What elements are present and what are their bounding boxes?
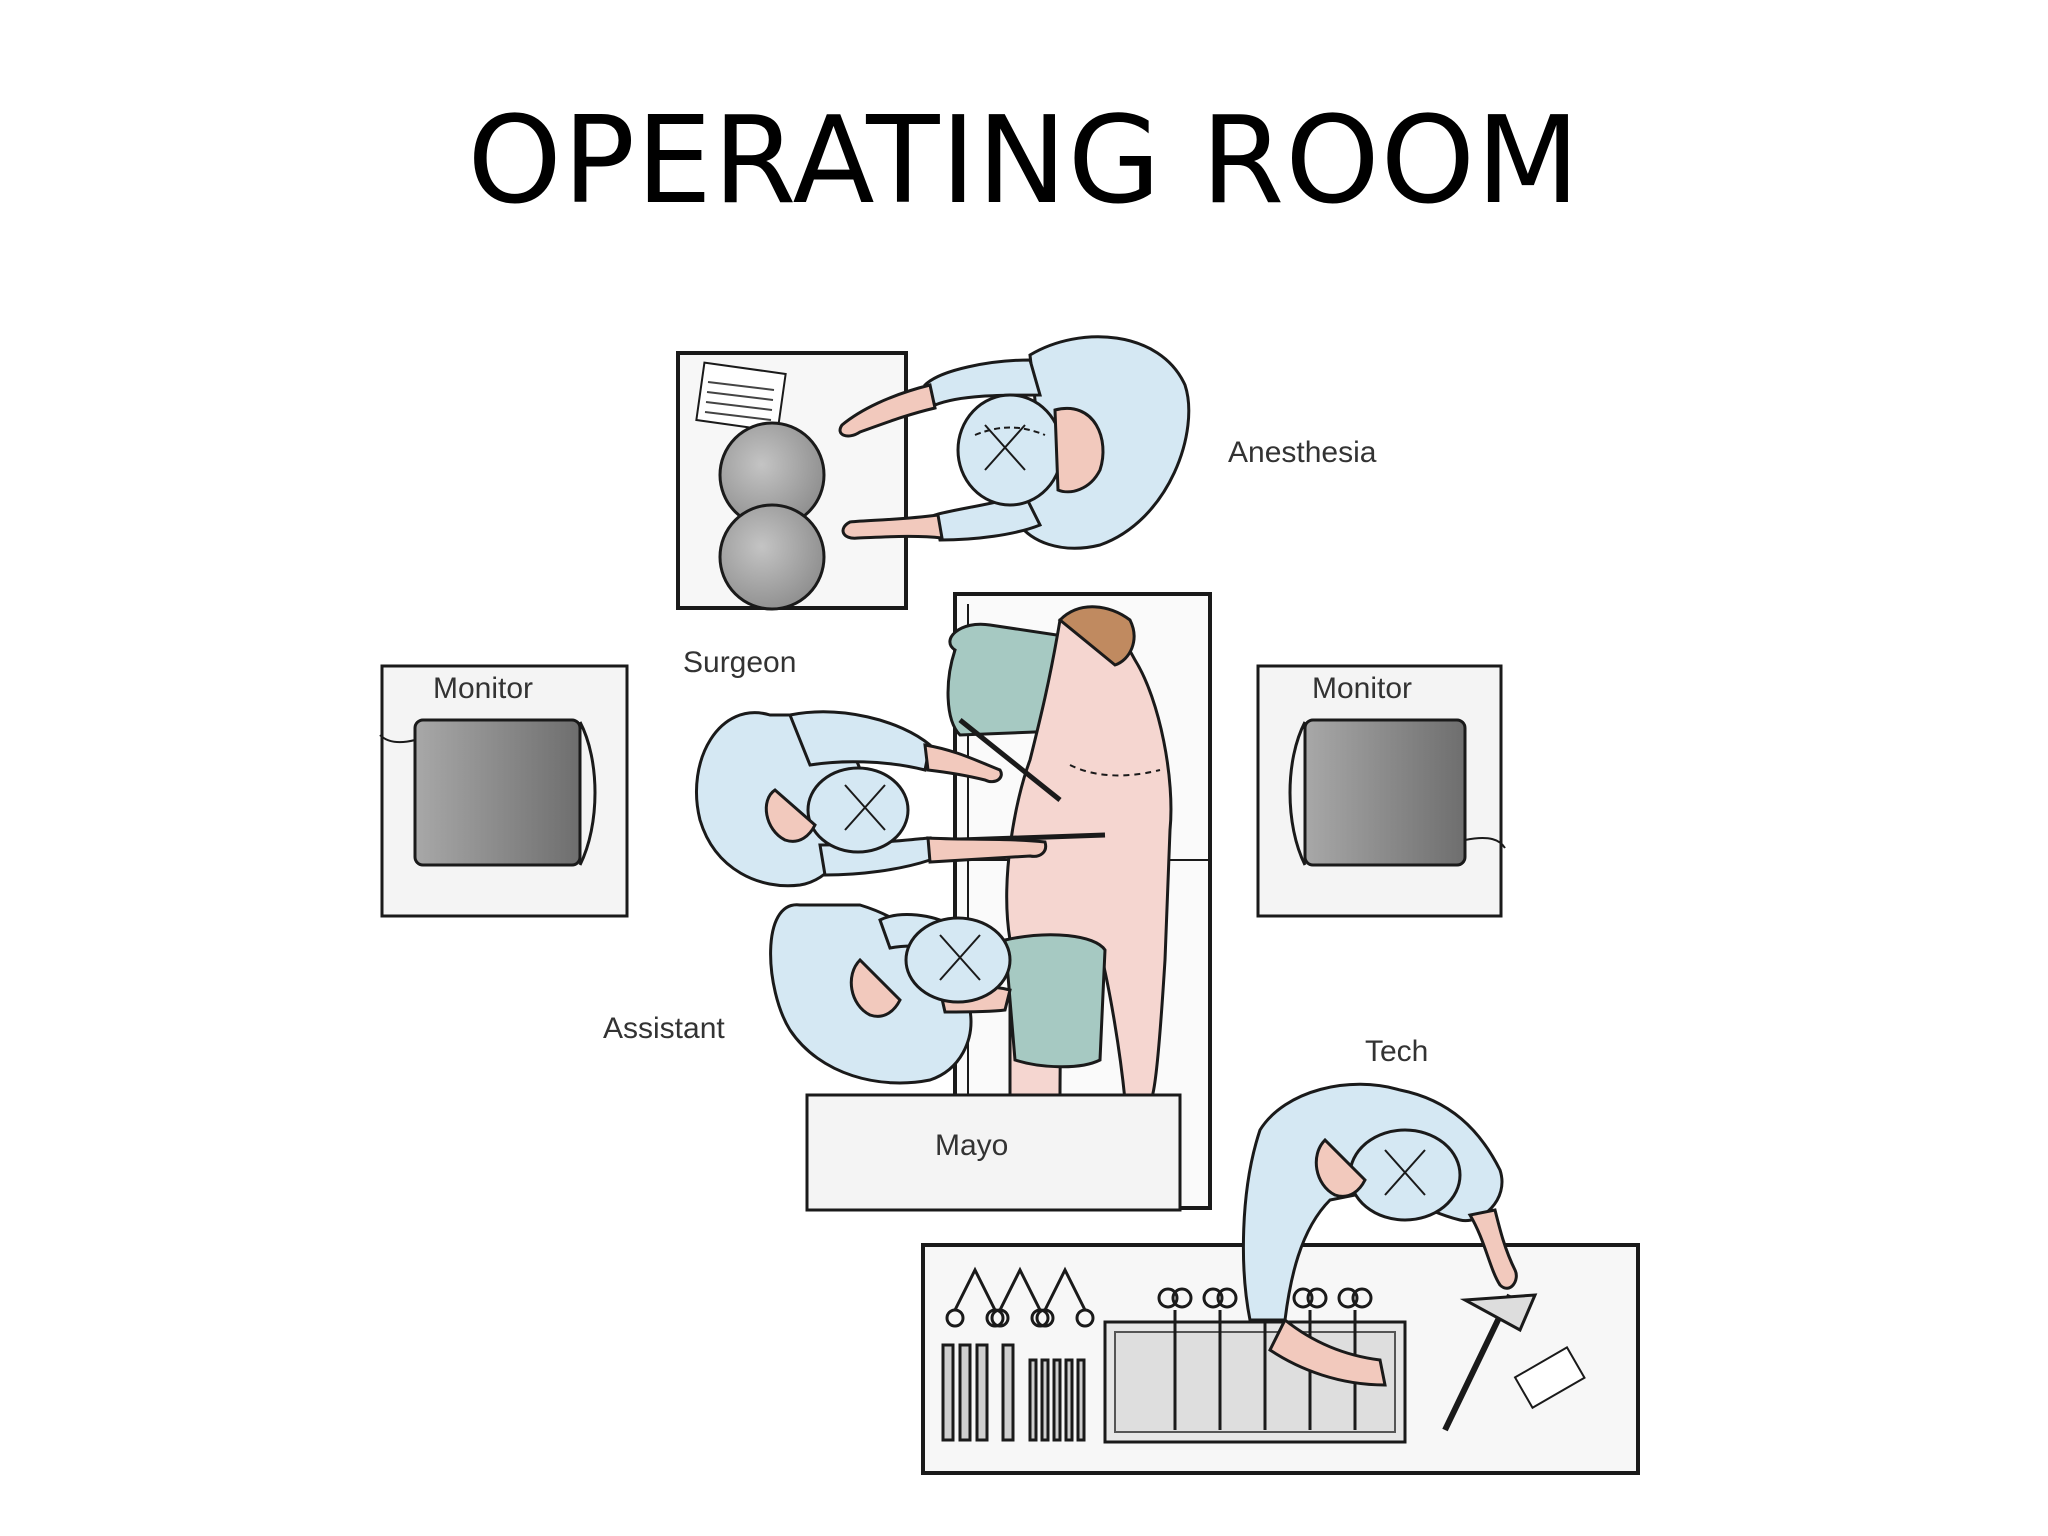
monitor-left-label: Monitor xyxy=(433,672,534,705)
assistant-label: Assistant xyxy=(603,1012,725,1045)
slide-title: OPERATING ROOM xyxy=(467,92,1581,231)
left-monitor xyxy=(379,664,629,918)
surgeon-figure xyxy=(695,710,1048,888)
monitor-right-label: Monitor xyxy=(1312,672,1413,705)
clipboard-icon xyxy=(695,361,787,433)
scrub-tech-figure xyxy=(1241,1082,1518,1387)
anesthesia-label: Anesthesia xyxy=(1228,436,1377,469)
tech-label: Tech xyxy=(1365,1035,1429,1068)
mayo-label: Mayo xyxy=(935,1129,1009,1162)
mayo-stand xyxy=(805,1093,1182,1212)
gas-canister-2 xyxy=(718,503,826,611)
assistant-figure xyxy=(769,903,1012,1085)
surgeon-label: Surgeon xyxy=(683,646,797,679)
anesthesiologist-figure xyxy=(838,335,1191,550)
patient-figure xyxy=(946,605,1173,1102)
right-monitor xyxy=(1256,664,1506,918)
anesthesia-cart xyxy=(676,351,908,611)
